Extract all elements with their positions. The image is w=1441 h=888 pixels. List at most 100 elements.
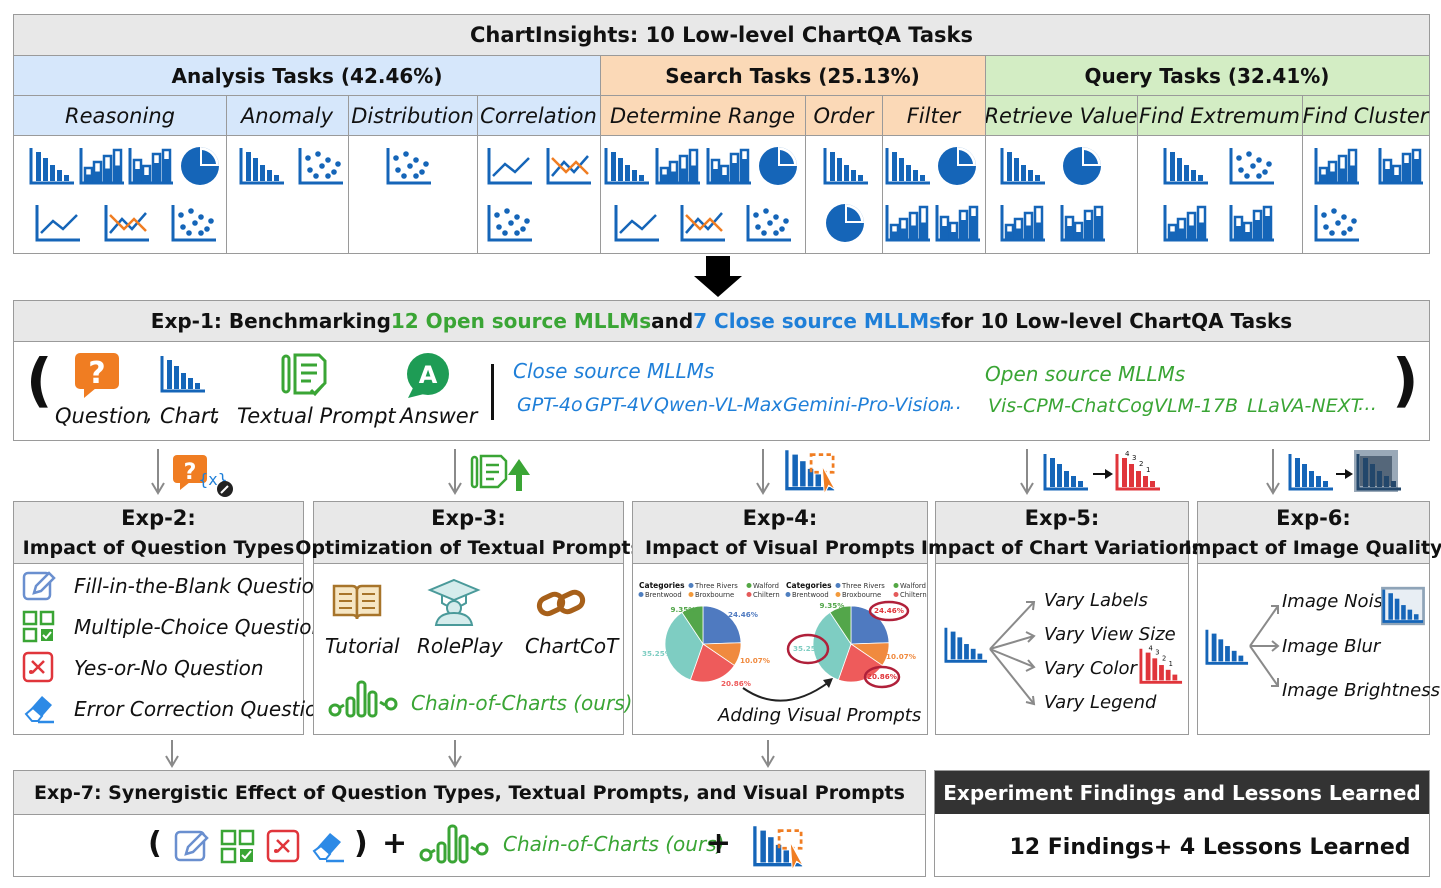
svg-text:Chiltern: Chiltern: [753, 591, 780, 599]
svg-text:2: 2: [1139, 460, 1143, 468]
question-icon: ?: [75, 353, 119, 398]
image-quality-icon: [1288, 450, 1401, 494]
chart-icon-svg: [1205, 629, 1249, 665]
divider: [14, 135, 1429, 136]
svg-text:Three Rivers: Three Rivers: [841, 582, 885, 590]
divider: [14, 341, 1429, 342]
svg-text:A: A: [419, 361, 438, 389]
exp5-subtitle: Impact of Chart Variations: [920, 537, 1204, 559]
divider: [600, 56, 601, 254]
svg-text:1: 1: [1169, 660, 1173, 668]
divider: [1137, 96, 1138, 254]
graduate-icon: [427, 578, 481, 626]
pie-slice: [829, 605, 852, 646]
chart-icon: [1205, 626, 1249, 668]
exp7-title: Exp-7: Synergistic Effect of Question Ty…: [14, 771, 925, 814]
group-query: Query Tasks (32.41%): [985, 56, 1429, 96]
question-type-icon: ? {x}: [173, 455, 233, 497]
exp4-subtitle: Impact of Visual Prompts: [645, 537, 915, 559]
divider: [14, 814, 925, 815]
multiple-choice-icon: [220, 829, 255, 864]
task-retrieve-value: Retrieve Value: [984, 103, 1138, 128]
divider: [1198, 563, 1429, 564]
answer-icon: A: [407, 353, 449, 398]
quality-brightness: Image Brightness: [1282, 680, 1440, 701]
pie-label: 24.46%: [728, 610, 758, 619]
yes-no-icon: [266, 829, 300, 863]
yes-no-icon: [22, 651, 54, 683]
exp7-paren-open: (: [148, 826, 162, 861]
exp1-paren-close: ): [1392, 346, 1419, 414]
svg-text:4: 4: [1125, 450, 1130, 458]
image-quality-svg: [1288, 450, 1401, 492]
model-qwen-vl-max: Qwen-VL-Max: [654, 394, 783, 416]
exp2-title: Exp-2:: [121, 505, 196, 530]
multiple-choice-icon: [22, 610, 55, 643]
eraser-icon: [312, 833, 344, 863]
pie-slice: [850, 605, 890, 645]
separator: [491, 364, 494, 420]
close-source-label: Close source MLLMs: [513, 359, 715, 383]
visual-prompt-icon: [780, 448, 840, 497]
comma: ,: [382, 402, 389, 426]
branch-arrows: [989, 601, 1036, 706]
pie-slice: [664, 611, 704, 681]
task-table-title: ChartInsights: 10 Low-level ChartQA Task…: [14, 15, 1429, 55]
exp3-subtitle: Optimization of Textual Prompts: [295, 537, 642, 559]
task-correlation: Correlation: [480, 103, 597, 128]
question-type-multiple-choice: Multiple-Choice Question: [74, 615, 325, 639]
task-find-extremum: Find Extremum: [1139, 103, 1300, 128]
pie-slice: [689, 643, 735, 683]
pie-slice: [812, 611, 852, 681]
svg-text:Brentwood: Brentwood: [792, 591, 829, 599]
exp7-plus-2: +: [706, 826, 732, 861]
findings-body: 12 Findings+ 4 Lessons Learned: [1009, 834, 1411, 860]
question-type-error-correction: Error Correction Question: [74, 697, 330, 721]
divider: [14, 55, 1429, 56]
chart-icon-svg: [753, 826, 804, 873]
variation-legend: Vary Legend: [1044, 692, 1157, 713]
svg-text:Broxbourne: Broxbourne: [842, 591, 881, 599]
svg-text:?: ?: [88, 356, 105, 391]
question-type-yes-no: Yes-or-No Question: [74, 656, 264, 680]
exp1-paren-open: (: [26, 346, 53, 414]
svg-text:Brentwood: Brentwood: [645, 591, 682, 599]
chart-icon: [160, 354, 206, 394]
variation-labels: Vary Labels: [1044, 590, 1148, 611]
pencil-icon: [174, 830, 209, 862]
model-vis-cpm-chat: Vis-CPM-Chat: [988, 395, 1116, 417]
pie-label: 9.35%: [671, 605, 696, 614]
model-gpt-4o: GPT-4o: [517, 394, 583, 416]
svg-text:Walford: Walford: [900, 582, 926, 590]
svg-text:4: 4: [1149, 645, 1153, 653]
noisy-chart-svg: [1381, 586, 1425, 626]
variation-color: Vary Color: [1044, 658, 1137, 679]
exp2-subtitle: Impact of Question Types: [22, 537, 295, 559]
comma: ,: [146, 402, 153, 426]
exp7-chain-of-charts: Chain-of-Charts (ours): [503, 832, 725, 856]
exp7-paren-close: ): [354, 826, 368, 861]
divider: [14, 563, 303, 564]
model-gpt-4v: GPT-4V: [585, 394, 653, 416]
chain-of-charts-icon: [419, 824, 489, 864]
exp3-title: Exp-3:: [431, 505, 506, 530]
prompt-tutorial: Tutorial: [325, 634, 400, 658]
task-anomaly: Anomaly: [240, 103, 334, 128]
svg-text:3: 3: [1155, 649, 1159, 657]
question-type-fill-blank: Fill-in-the-Blank Question: [74, 574, 327, 598]
svg-text:Walford: Walford: [753, 582, 779, 590]
task-distribution: Distribution: [351, 103, 474, 128]
task-order: Order: [813, 103, 874, 128]
input-question: Question: [55, 404, 149, 428]
model-cogvlm-17b: CogVLM-17B: [1117, 395, 1238, 417]
divider: [633, 563, 927, 564]
chart-icon-svg: [785, 450, 836, 497]
quality-noise: Image Noise: [1282, 591, 1395, 612]
task-determine-range: Determine Range: [609, 103, 796, 128]
prompt-roleplay: RolePlay: [417, 634, 503, 658]
